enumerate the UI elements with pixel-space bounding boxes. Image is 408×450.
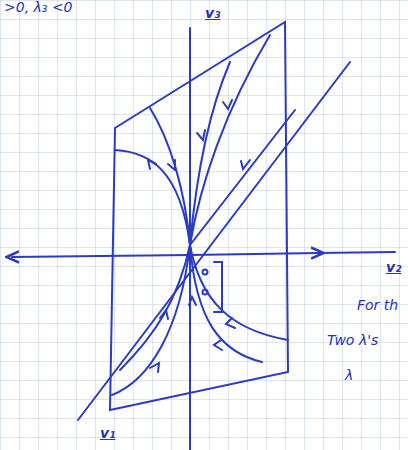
axis-label: v₃ — [205, 6, 220, 21]
arrowhead — [160, 310, 168, 319]
arrowhead — [150, 363, 159, 372]
trajectory — [190, 35, 270, 245]
v2-axis-right — [190, 253, 318, 255]
dot — [203, 270, 208, 275]
trajectory — [190, 245, 262, 362]
arrowhead — [189, 297, 196, 305]
arrowhead — [168, 160, 175, 170]
note-text: For th — [357, 298, 398, 313]
note-text: Two λ's — [327, 333, 378, 348]
trajectory — [112, 245, 190, 395]
trajectory — [150, 108, 190, 245]
trajectory — [120, 245, 190, 370]
arrowhead — [197, 130, 205, 140]
trajectory — [190, 110, 295, 245]
v2-axis-end — [318, 252, 395, 253]
dot — [203, 290, 208, 295]
arrowhead — [148, 160, 156, 169]
trajectory — [190, 245, 288, 340]
trajectory — [115, 150, 190, 245]
arrowhead — [223, 100, 232, 109]
v2-axis-left — [12, 255, 190, 257]
axis-label: v₂ — [386, 260, 401, 275]
axis-label: v₁ — [100, 426, 115, 441]
note-text: λ — [345, 368, 353, 383]
arrowhead — [214, 340, 222, 350]
stable-plane — [110, 22, 288, 410]
arrowhead — [241, 160, 250, 169]
arrowhead — [226, 318, 235, 328]
bracket — [214, 262, 222, 312]
v1-axis — [78, 62, 350, 420]
eigenvalue-note: >0, λ₃ <0 — [4, 0, 73, 15]
